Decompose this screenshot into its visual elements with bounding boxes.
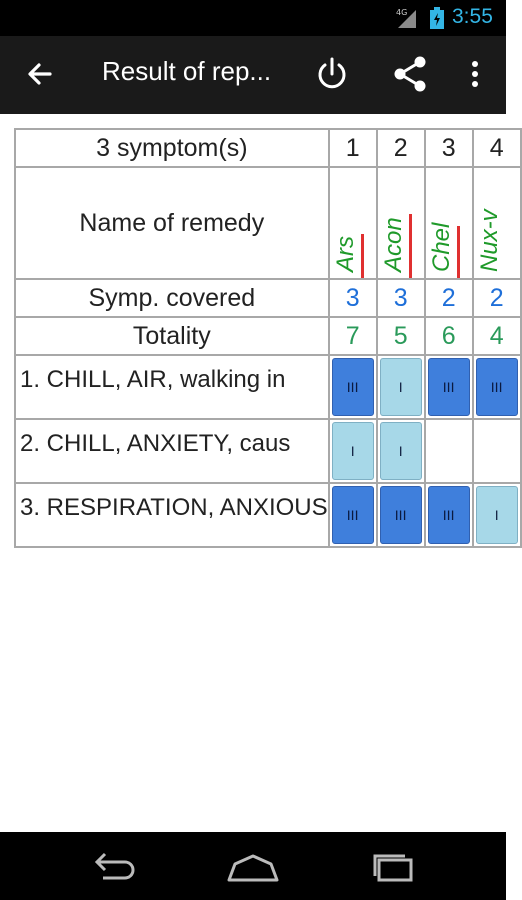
grade-box: III xyxy=(331,486,374,544)
totality-label: Totality xyxy=(14,316,330,356)
covered-value: 3 xyxy=(327,278,378,318)
remedy-underline xyxy=(456,226,460,278)
remedy-cell[interactable]: Nux-v xyxy=(471,166,522,280)
column-number: 4 xyxy=(471,128,522,168)
symptom-count-label: 3 symptom(s) xyxy=(14,128,330,168)
totality-value: 6 xyxy=(423,316,474,356)
symptom-text[interactable]: 3. RESPIRATION, ANXIOUS xyxy=(14,482,330,548)
header-row: 3 symptom(s) 1 2 3 4 xyxy=(14,128,522,168)
grade-cell[interactable]: III xyxy=(423,354,474,420)
grade-cell[interactable]: I xyxy=(327,418,378,484)
grade-box: III xyxy=(379,486,422,544)
power-icon[interactable] xyxy=(312,54,352,94)
grade-box: III xyxy=(427,486,470,544)
covered-value: 2 xyxy=(423,278,474,318)
column-number: 3 xyxy=(423,128,474,168)
back-nav-icon[interactable] xyxy=(85,846,141,886)
grade-box: III xyxy=(475,358,518,416)
remedy-name: Nux-v xyxy=(475,209,503,272)
battery-icon xyxy=(430,7,444,29)
grade-cell[interactable]: I xyxy=(471,482,522,548)
covered-row: Symp. covered 3 3 2 2 xyxy=(14,278,522,318)
symptom-row[interactable]: 3. RESPIRATION, ANXIOUS III III III I xyxy=(14,482,522,548)
totality-value: 7 xyxy=(327,316,378,356)
clock: 3:55 xyxy=(452,5,493,28)
grade-cell-empty[interactable] xyxy=(423,418,474,484)
symptom-text[interactable]: 2. CHILL, ANXIETY, caus xyxy=(14,418,330,484)
recent-apps-icon[interactable] xyxy=(365,846,421,886)
grade-cell[interactable]: III xyxy=(327,354,378,420)
page-title: Result of rep... xyxy=(102,56,272,86)
grade-cell[interactable]: III xyxy=(423,482,474,548)
remedy-name: Acon xyxy=(379,217,407,272)
back-arrow-icon[interactable] xyxy=(22,56,58,92)
grade-box: I xyxy=(379,422,422,480)
symptom-row[interactable]: 1. CHILL, AIR, walking in III I III III xyxy=(14,354,522,420)
symptom-row[interactable]: 2. CHILL, ANXIETY, caus I I xyxy=(14,418,522,484)
covered-value: 2 xyxy=(471,278,522,318)
totality-value: 4 xyxy=(471,316,522,356)
remedy-cell[interactable]: Acon xyxy=(375,166,426,280)
symptom-text[interactable]: 1. CHILL, AIR, walking in xyxy=(14,354,330,420)
remedy-underline xyxy=(360,234,364,278)
remedy-underline xyxy=(408,214,412,278)
column-number: 1 xyxy=(327,128,378,168)
grade-cell[interactable]: I xyxy=(375,354,426,420)
status-bar: 4G 3:55 xyxy=(0,0,506,36)
remedy-name-label: Name of remedy xyxy=(14,166,330,280)
covered-value: 3 xyxy=(375,278,426,318)
grade-cell[interactable]: III xyxy=(375,482,426,548)
cell-signal-icon: 4G xyxy=(396,8,416,28)
grade-cell[interactable]: I xyxy=(375,418,426,484)
grade-cell[interactable]: III xyxy=(327,482,378,548)
home-nav-icon[interactable] xyxy=(225,846,281,886)
grade-box: III xyxy=(427,358,470,416)
remedy-name-row: Name of remedy Ars Acon Chel Nux-v xyxy=(14,166,522,280)
grade-box: I xyxy=(475,486,518,544)
totality-row: Totality 7 5 6 4 xyxy=(14,316,522,356)
remedy-name: Ars xyxy=(331,236,359,272)
grade-box: I xyxy=(379,358,422,416)
column-number: 2 xyxy=(375,128,426,168)
totality-value: 5 xyxy=(375,316,426,356)
remedy-cell[interactable]: Ars xyxy=(327,166,378,280)
result-table-scroll[interactable]: 3 symptom(s) 1 2 3 4 Name of remedy Ars … xyxy=(14,128,522,548)
grade-cell-empty[interactable] xyxy=(471,418,522,484)
share-icon[interactable] xyxy=(390,54,430,94)
navigation-bar xyxy=(0,832,506,900)
overflow-menu-icon[interactable] xyxy=(462,54,488,94)
grade-box: I xyxy=(331,422,374,480)
grade-box: III xyxy=(331,358,374,416)
symptoms-covered-label: Symp. covered xyxy=(14,278,330,318)
result-table: 3 symptom(s) 1 2 3 4 Name of remedy Ars … xyxy=(14,128,522,548)
action-bar: Result of rep... xyxy=(0,36,506,114)
remedy-name: Chel xyxy=(427,222,455,272)
remedy-cell[interactable]: Chel xyxy=(423,166,474,280)
svg-text:4G: 4G xyxy=(396,8,407,17)
grade-cell[interactable]: III xyxy=(471,354,522,420)
